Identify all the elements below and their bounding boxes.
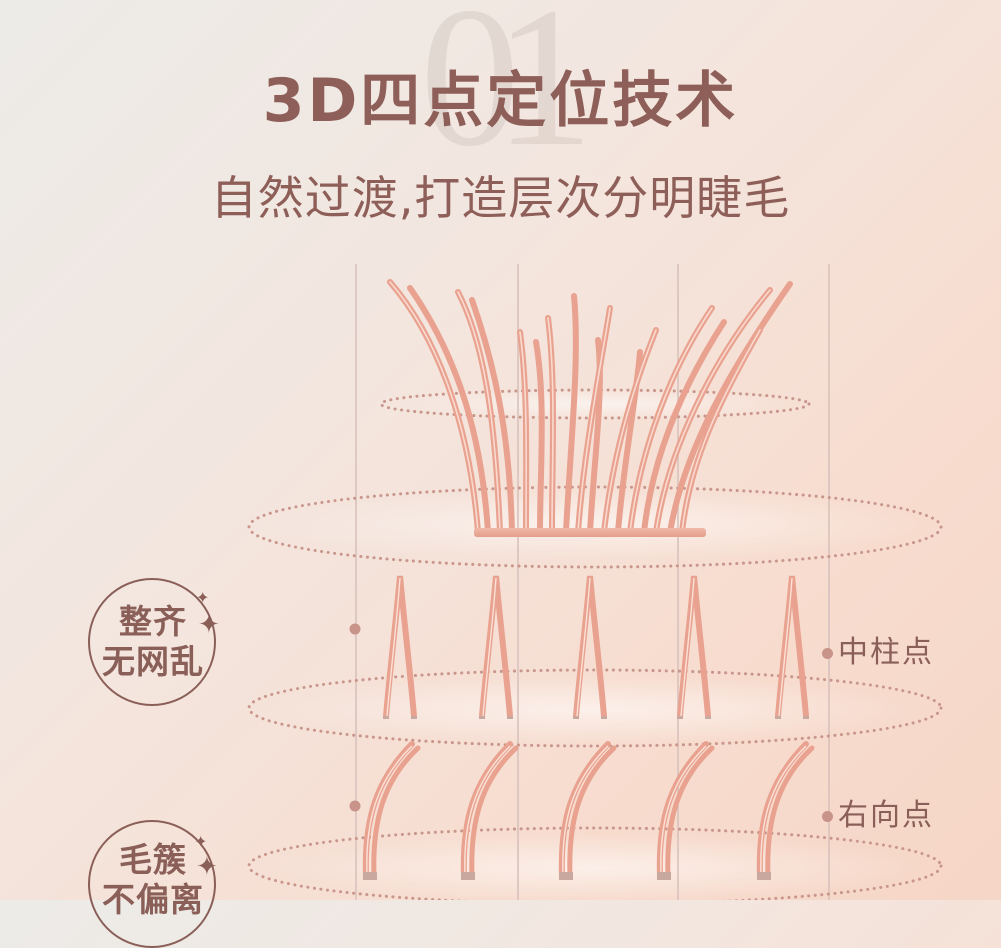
lash-fan <box>387 279 793 535</box>
badge-cluster-line1: 毛簇 <box>119 840 187 879</box>
lash-cluster-curved <box>558 741 617 880</box>
guide-dots <box>349 623 361 812</box>
lash-cluster-curved <box>460 741 519 880</box>
badge-cluster-line2: 不偏离 <box>102 880 204 919</box>
label-right-point-text: 右向点 <box>838 798 934 833</box>
badge-neat: 整齐 无网乱 <box>88 578 216 706</box>
lash-cluster-straight <box>775 575 809 719</box>
bottom-row-lashes <box>362 741 815 880</box>
section-number-watermark: 01 <box>420 0 594 188</box>
sparkle-icon: ✦ <box>194 832 208 851</box>
badge-neat-line1: 整齐 <box>119 602 187 641</box>
lash-cluster-curved <box>756 741 815 880</box>
lash-cluster-straight <box>383 575 417 719</box>
label-middle-point: 中柱点 <box>822 627 934 671</box>
badge-neat-line2: 无网乱 <box>102 642 204 681</box>
label-dot <box>822 648 833 659</box>
label-dot <box>822 811 833 822</box>
sparkle-icon: ✦ <box>196 852 218 882</box>
label-middle-point-text: 中柱点 <box>838 635 934 670</box>
lash-cluster-curved <box>362 741 421 880</box>
lash-cluster-straight <box>479 575 513 719</box>
lash-cluster-straight <box>677 575 711 719</box>
lash-base-band <box>474 528 706 537</box>
middle-row-lashes <box>383 575 809 719</box>
lash-cluster-straight <box>573 575 607 719</box>
lash-illustration <box>247 264 943 900</box>
page-title: 3D四点定位技术 <box>262 66 739 136</box>
lash-cluster-curved <box>656 741 715 880</box>
label-right-point: 右向点 <box>822 790 934 834</box>
sparkle-icon: ✦ <box>196 588 210 607</box>
page-subtitle: 自然过渡,打造层次分明睫毛 <box>210 171 791 225</box>
sparkle-icon: ✦ <box>198 610 220 640</box>
